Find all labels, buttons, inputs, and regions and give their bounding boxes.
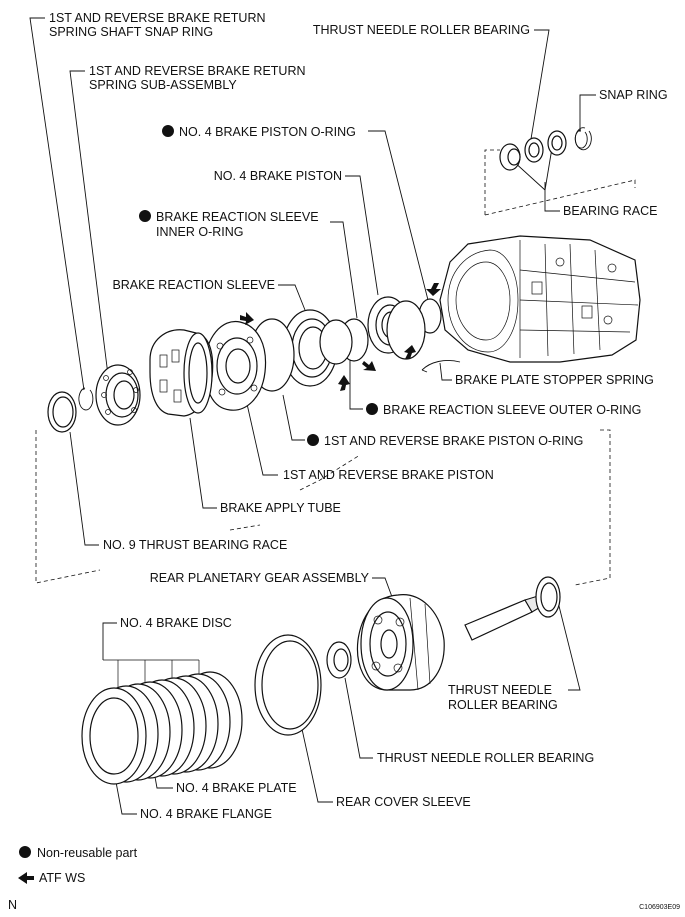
brake-apply-tube-part (149, 329, 214, 417)
label-no4-piston-oring: NO. 4 BRAKE PISTON O-RING (179, 125, 356, 139)
parts (47, 127, 641, 785)
label-rear-planetary: REAR PLANETARY GEAR ASSEMBLY (150, 571, 370, 585)
snap-ring-part (574, 127, 592, 151)
legend-atf-arrow-icon (18, 872, 34, 884)
label-reaction-sleeve-inner-line1: BRAKE REACTION SLEEVE (156, 210, 319, 224)
label-reaction-sleeve-inner-line2: INNER O-RING (156, 225, 244, 239)
label-reaction-sleeve: BRAKE REACTION SLEEVE (112, 278, 275, 292)
thrust-needle-bearing-top (499, 137, 544, 171)
label-first-rev-piston: 1ST AND REVERSE BRAKE PISTON (283, 468, 494, 482)
transmission-case (439, 235, 641, 363)
label-apply-tube: BRAKE APPLY TUBE (220, 501, 341, 515)
label-shaft-snap-ring-line2: SPRING SHAFT SNAP RING (49, 25, 213, 39)
shaft-snap-ring-part (78, 387, 94, 411)
rear-cover-sleeve-part (254, 634, 322, 736)
legend: Non-reusable part ATF WS (18, 846, 138, 885)
non-reusable-mark-no4-oring (162, 125, 174, 137)
label-thrust-needle-bottom: THRUST NEEDLE ROLLER BEARING (377, 751, 594, 765)
label-no4-flange: NO. 4 BRAKE FLANGE (140, 807, 272, 821)
non-reusable-mark-inner-oring (139, 210, 151, 222)
atf-arrows (240, 283, 441, 391)
label-no4-plate: NO. 4 BRAKE PLATE (176, 781, 297, 795)
label-reaction-sleeve-outer: BRAKE REACTION SLEEVE OUTER O-RING (383, 403, 641, 417)
non-reusable-mark-outer-oring (366, 403, 378, 415)
thrust-needle-bearing-bottom-part (326, 641, 352, 679)
legend-atf-text: ATF WS (39, 871, 85, 885)
thrust-needle-bearing-right-part (535, 576, 561, 618)
label-no4-piston: NO. 4 BRAKE PISTON (214, 169, 342, 183)
no9-thrust-bearing-race-part (47, 391, 77, 433)
label-snap-ring: SNAP RING (599, 88, 668, 102)
label-thrust-needle-right-line2: ROLLER BEARING (448, 698, 558, 712)
non-reusable-mark-first-rev-oring (307, 434, 319, 446)
bearing-race-ring (547, 130, 567, 156)
corner-code-right: C106903E09 (639, 904, 680, 911)
return-spring-sub-assembly-part (95, 364, 141, 426)
legend-non-reusable-text: Non-reusable part (37, 846, 138, 860)
brake-plate-stopper-spring-part (421, 359, 461, 371)
corner-code-left: N (8, 898, 17, 912)
label-thrust-needle-right-line1: THRUST NEEDLE (448, 683, 552, 697)
label-shaft-snap-ring-line1: 1ST AND REVERSE BRAKE RETURN (49, 11, 266, 25)
brake-disc-pack-part (81, 671, 243, 785)
label-return-spring-line2: SPRING SUB-ASSEMBLY (89, 78, 237, 92)
label-rear-cover-sleeve: REAR COVER SLEEVE (336, 795, 471, 809)
label-first-rev-piston-oring: 1ST AND REVERSE BRAKE PISTON O-RING (324, 434, 583, 448)
label-thrust-needle-top: THRUST NEEDLE ROLLER BEARING (313, 23, 530, 37)
label-no4-disc: NO. 4 BRAKE DISC (120, 616, 232, 630)
rear-planetary-gear-assembly-part (356, 594, 543, 691)
label-bearing-race: BEARING RACE (563, 204, 657, 218)
label-return-spring-line1: 1ST AND REVERSE BRAKE RETURN (89, 64, 306, 78)
label-plate-stopper-spring: BRAKE PLATE STOPPER SPRING (455, 373, 654, 387)
first-rev-brake-piston-part (204, 320, 267, 411)
legend-non-reusable-dot (19, 846, 31, 858)
labels: 1ST AND REVERSE BRAKE RETURN SPRING SHAF… (49, 11, 668, 821)
label-no9-race: NO. 9 THRUST BEARING RACE (103, 538, 287, 552)
